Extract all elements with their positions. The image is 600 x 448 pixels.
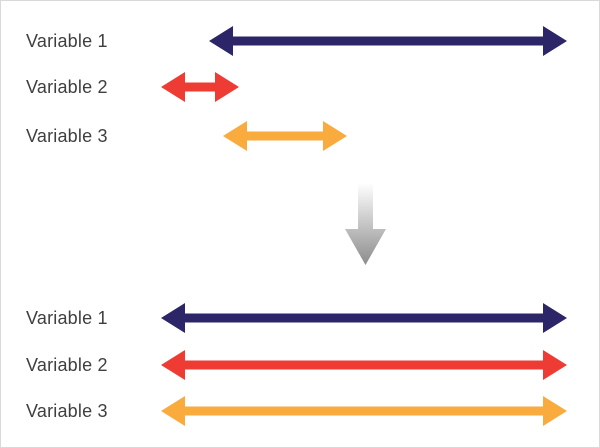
- arrow-shape: [161, 303, 567, 333]
- arrow-shape: [161, 350, 567, 380]
- bottom-label-variable-1: Variable 1: [26, 308, 108, 328]
- bottom-arrow-variable-2: [161, 350, 567, 380]
- transition-down-arrow-icon: [344, 183, 386, 265]
- arrow-shape: [209, 26, 567, 56]
- top-label-variable-3: Variable 3: [26, 126, 108, 146]
- top-label-variable-1: Variable 1: [26, 31, 108, 51]
- arrow-shape: [161, 72, 239, 102]
- top-label-variable-2: Variable 2: [26, 77, 108, 97]
- top-arrow-variable-3: [223, 121, 347, 151]
- bottom-label-variable-3: Variable 3: [26, 401, 108, 421]
- top-arrow-variable-2: [161, 72, 239, 102]
- arrow-shape: [161, 396, 567, 426]
- bottom-arrow-variable-3: [161, 396, 567, 426]
- bottom-label-variable-2: Variable 2: [26, 355, 108, 375]
- top-arrow-variable-1: [209, 26, 567, 56]
- bottom-arrow-variable-1: [161, 303, 567, 333]
- down-arrow-shape: [344, 183, 386, 265]
- arrow-shape: [223, 121, 347, 151]
